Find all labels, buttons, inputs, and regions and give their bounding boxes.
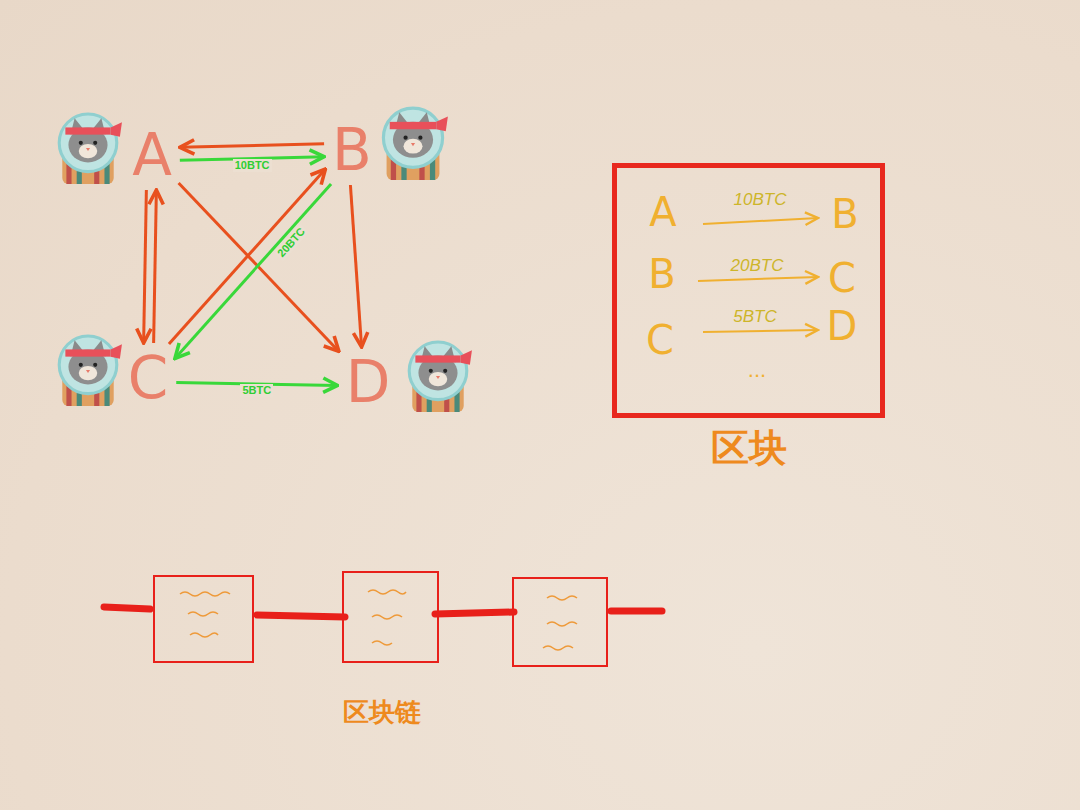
account-letter: C [124,347,173,409]
transfer-amount: 5BTC [240,384,273,397]
chain-caption: 区块链 [343,695,421,730]
account-node: B [328,119,376,181]
link-arrow [169,169,325,344]
block-entry-text: D [827,303,858,349]
block-inner-arrows [698,218,818,332]
account-letter: A [128,124,176,186]
blockchain [104,572,662,666]
link-arrow [154,190,157,343]
block-entry-text: B [648,251,675,297]
block-entry-text: 5BTC [733,307,776,327]
account-node: C [124,347,173,409]
block-entry-text: 10BTC [734,190,787,210]
account-letter: D [342,351,395,413]
account-node: A [128,124,176,186]
block-entry-text: C [646,317,674,363]
link-arrow [144,190,147,343]
cat-avatars [59,108,472,412]
block-entry-text: B [831,191,858,237]
block-entry-text: A [649,189,676,235]
block-caption: 区块 [617,423,880,474]
transfer-arrow [175,184,331,359]
block-entry-text: ... [748,357,766,383]
account-letter: B [328,119,376,181]
block-entry-text: C [828,255,856,301]
account-node: D [342,351,395,413]
link-arrow [180,144,324,148]
transfer-amount: 10BTC [233,159,272,172]
link-arrow [350,185,361,347]
block-entry-text: 20BTC [731,256,784,276]
